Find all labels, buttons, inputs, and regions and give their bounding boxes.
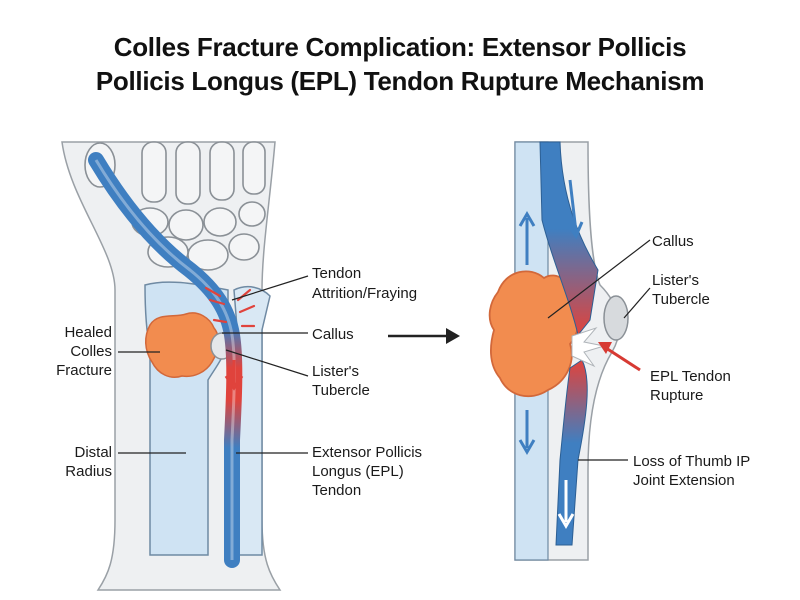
- right-motion-arrows: [518, 179, 584, 529]
- label-distal-line1: Distal: [74, 444, 112, 461]
- right-leader-lines: [547, 239, 651, 461]
- label-left-listers-line2: Tubercle: [312, 382, 370, 399]
- label-tendon-attrition-line2: Attrition/Fraying: [312, 285, 417, 302]
- label-right-callus: Callus: [652, 233, 694, 250]
- rupture-gap: [571, 326, 605, 368]
- left-leader-lines: [118, 275, 309, 454]
- label-loss-line1: Loss of Thumb IP: [633, 453, 750, 470]
- title-line-2: Pollicis Longus (EPL) Tendon Rupture Mec…: [95, 66, 705, 96]
- label-healed-line1: Healed: [64, 324, 112, 341]
- label-right-listers-line2: Tubercle: [652, 291, 710, 308]
- label-rupture-line2: Rupture: [650, 387, 703, 404]
- label-healed-line3: Fracture: [56, 362, 112, 379]
- label-distal-line2: Radius: [65, 463, 112, 480]
- label-right-listers-line1: Lister's: [652, 272, 699, 289]
- label-rupture-line1: EPL Tendon: [650, 368, 731, 385]
- diagram-title: Colles Fracture Complication: Extensor P…: [0, 30, 800, 98]
- left-tendon-arrow: [224, 360, 244, 391]
- left-callus: [145, 312, 220, 378]
- label-epl-line2: Longus (EPL): [312, 463, 404, 480]
- label-epl-line1: Extensor Pollicis: [312, 444, 422, 461]
- right-listers-tubercle: [603, 295, 629, 341]
- left-wrist-illustration: [61, 141, 282, 591]
- transition-arrow: [388, 328, 460, 344]
- rupture-pointer-arrow: [598, 342, 641, 372]
- title-line-1: Colles Fracture Complication: Extensor P…: [113, 32, 687, 62]
- right-tendon-upper: [539, 141, 599, 337]
- tendon-fraying-strands: [204, 286, 256, 328]
- ulna-bone: [233, 285, 271, 556]
- right-zoom-illustration: [488, 141, 641, 561]
- label-tendon-attrition-line1: Tendon: [312, 265, 361, 282]
- right-callus: [488, 270, 580, 398]
- label-epl-line3: Tendon: [312, 482, 361, 499]
- label-left-listers-line1: Lister's: [312, 363, 359, 380]
- label-healed-line2: Colles: [70, 343, 112, 360]
- label-left-callus: Callus: [312, 326, 354, 343]
- right-tendon-lower: [555, 359, 588, 546]
- label-loss-line2: Joint Extension: [633, 472, 735, 489]
